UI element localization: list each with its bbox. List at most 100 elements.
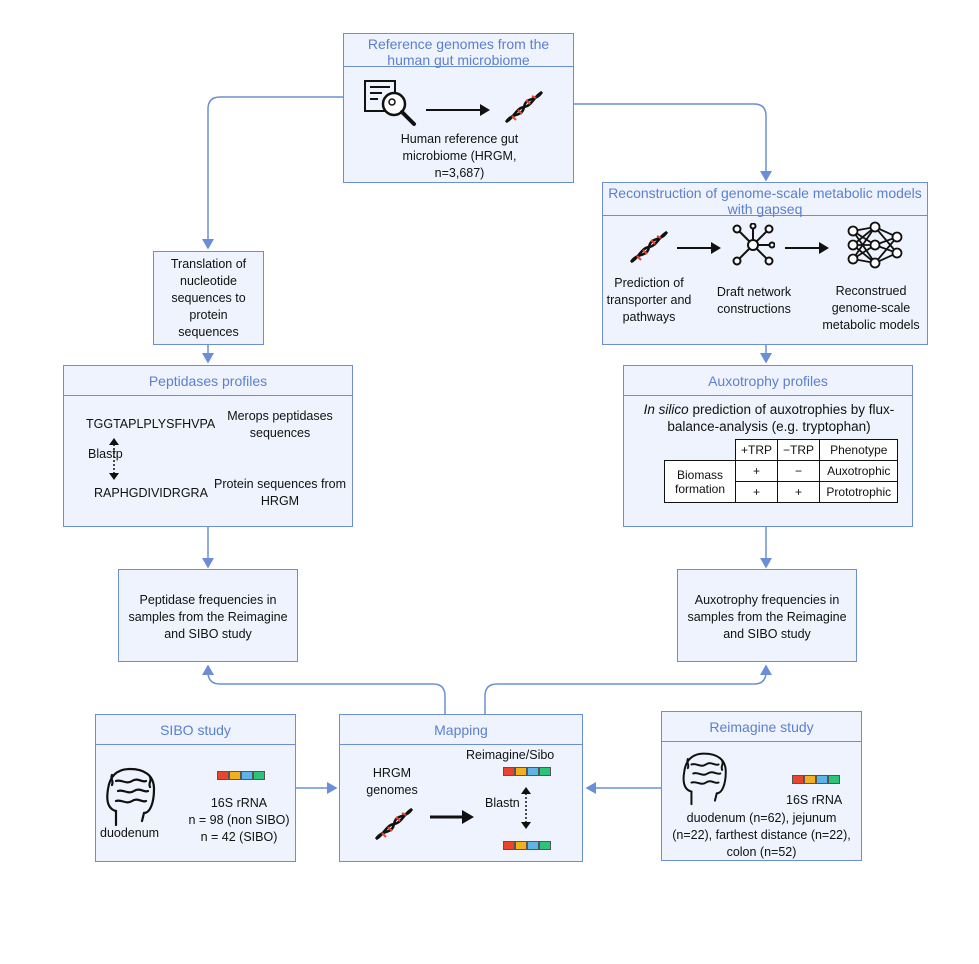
protein-caption-line: Protein sequences from [213,477,346,491]
microscope-clipboard-icon [364,80,416,126]
mapping-header: Mapping [340,715,582,745]
pep-freq-line: and SIBO study [164,627,252,641]
table-cell: Auxotrophic [819,460,899,482]
hrgm-caption-line: n=3,687) [434,166,485,180]
table-row-label: Biomass formation [663,460,737,503]
auxo-freq-line: and SIBO study [723,627,811,641]
table-header-trp-minus: −TRP [777,439,821,461]
in-silico-label: In silico [643,402,689,417]
reconstruction-title-line: with gapseq [727,201,803,217]
hrgm-caption-line: Human reference gut [400,132,519,146]
merops-caption: Merops peptidases sequences [224,408,336,442]
auxo-freq-line: Auxotrophy frequencies in [694,593,840,607]
auxo-freq-line: samples from the Reimagine [687,610,847,624]
reimagine-title: Reimagine study [709,719,814,735]
reference-genomes-header: Reference genomes from the human gut mic… [344,34,573,68]
double-arrow-icon [109,438,119,480]
blastn-label: Blastn [485,796,520,810]
reconstruction-header: Reconstruction of genome-scale metabolic… [603,183,927,217]
hrgm-genomes-label: HRGM genomes [362,765,422,799]
genome-sequence-bar [503,841,551,850]
step-models-line: Reconstrued [835,284,907,298]
auxotrophy-table: +TRP −TRP Phenotype Biomass formation + … [663,439,899,503]
peptidases-header: Peptidases profiles [64,366,352,396]
table-header-trp-plus: +TRP [735,439,779,461]
reimagine-details: duodenum (n=62), jejunum (n=22), farthes… [662,810,861,861]
arrow-right-icon [430,810,474,824]
intestine-icon [682,752,727,806]
step-models-line: metabolic models [822,318,920,332]
row-label-line: Biomass [677,467,724,482]
rrna-sequence-bar [792,775,840,784]
neural-network-icon [847,221,903,269]
translation-line: protein [189,308,228,322]
auxotrophy-desc-line: balance-analysis (e.g. tryptophan) [667,419,871,434]
protein-caption: Protein sequences from HRGM [208,476,352,510]
double-arrow-icon [521,787,531,829]
step-prediction-line: transporter and [606,293,692,307]
table-cell: + [777,481,821,503]
merops-caption-line: Merops peptidases [227,409,333,423]
peptidases-profiles-box: Peptidases profiles TGGTAPLPLYSFHVPA Bla… [63,365,353,527]
auxotrophy-desc-line: In silico prediction of auxotrophies by … [628,401,910,418]
translation-text: Translation of nucleotide sequences to p… [154,256,263,341]
sequence-merops: TGGTAPLPLYSFHVPA [86,417,216,431]
step-prediction-line: pathways [622,310,676,324]
reimagine-detail-line: colon (n=52) [726,845,797,859]
arrow-ref-to-translation [202,96,343,250]
sample-label: Reimagine/Sibo [466,748,555,762]
translation-line: nucleotide [180,274,237,288]
sibo-detail-line: n = 42 (SIBO) [200,830,278,844]
step-prediction: Prediction of transporter and pathways [603,275,695,326]
step-draft-line: constructions [717,302,791,316]
auxotrophy-description: In silico prediction of auxotrophies by … [628,401,910,435]
row-label-line: formation [675,481,726,496]
auxotrophy-title: Auxotrophy profiles [708,373,828,389]
intestine-icon [106,767,156,827]
sibo-study-box: SIBO study duodenum 16S rRNA n = 98 (non… [95,714,296,862]
hrgm-caption-line: microbiome (HRGM, [402,149,517,163]
auxotrophy-header: Auxotrophy profiles [624,366,912,396]
reference-genomes-box: Reference genomes from the human gut mic… [343,33,574,183]
reimagine-study-box: Reimagine study 16S rRNA duodenum (n=62)… [661,711,862,861]
table-cell: + [735,460,779,482]
protein-caption-line: HRGM [260,494,300,508]
hrgm-genomes-line: genomes [366,783,418,797]
auxotrophy-frequencies-box: Auxotrophy frequencies in samples from t… [677,569,857,662]
dna-icon [629,230,669,264]
auxotrophy-profiles-box: Auxotrophy profiles In silico prediction… [623,365,913,527]
step-prediction-line: Prediction of [614,276,684,290]
hrgm-caption: Human reference gut microbiome (HRGM, n=… [374,131,545,182]
reimagine-detail-line: (n=22), farthest distance (n=22), [672,828,851,842]
pep-freq-line: Peptidase frequencies in [139,593,277,607]
table-corner [664,439,737,461]
sibo-header: SIBO study [96,715,295,745]
merops-caption-line: sequences [249,426,311,440]
sibo-title: SIBO study [160,722,231,738]
auxotrophy-desc-rest: prediction of auxotrophies by flux- [688,402,895,417]
dna-icon [374,807,414,841]
arrow-right-icon [785,242,829,254]
step-draft-line: Draft network [716,285,792,299]
peptidase-frequencies-text: Peptidase frequencies in samples from th… [119,592,297,643]
table-cell: Prototrophic [819,481,899,503]
table-cell: − [777,460,821,482]
reconstruction-title-line: Reconstruction of genome-scale metabolic… [608,185,922,201]
pep-freq-line: samples from the Reimagine [128,610,288,624]
arrow-mapping-to-pep-freq [202,664,446,714]
sample-sequence-bar [503,767,551,776]
sibo-detail-line: n = 98 (non SIBO) [188,813,290,827]
auxotrophy-frequencies-text: Auxotrophy frequencies in samples from t… [678,592,856,643]
arrow-ref-to-recon [574,103,772,182]
reimagine-rrna-label: 16S rRNA [786,793,843,807]
reimagine-header: Reimagine study [662,712,861,742]
translation-line: sequences to [171,291,246,305]
step-models-line: genome-scale [831,301,911,315]
reference-title-line: human gut microbiome [387,52,530,68]
step-draft-network: Draft network constructions [699,284,809,318]
arrow-right-icon [677,242,721,254]
reference-title-line: Reference genomes from the [367,36,550,52]
sibo-detail-line: 16S rRNA [210,796,268,810]
peptidases-title: Peptidases profiles [148,373,268,389]
